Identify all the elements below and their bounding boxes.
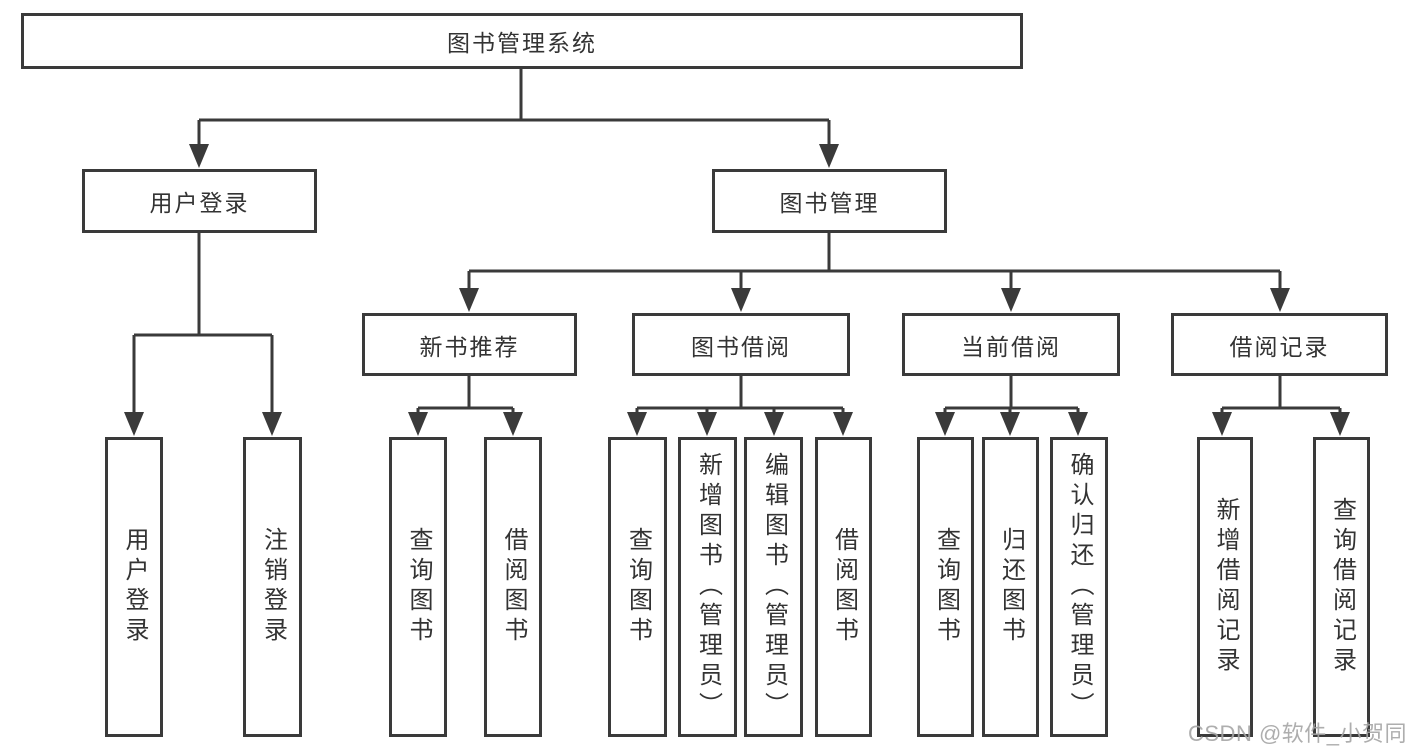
connector-newrec-spine — [418, 376, 513, 410]
leaf-edit-books-admin: 编辑图书（管理员） — [744, 437, 803, 737]
node-book-management-label: 图书管理 — [779, 190, 880, 216]
node-book-management: 图书管理 — [712, 169, 947, 233]
leaf-return-books: 归还图书 — [982, 437, 1039, 737]
connector-root-spine — [199, 69, 829, 122]
node-user-login-branch: 用户登录 — [82, 169, 317, 233]
connector-records-spine — [1222, 376, 1340, 410]
node-current-borrowing: 当前借阅 — [902, 313, 1120, 376]
node-new-book-recommend: 新书推荐 — [362, 313, 577, 376]
node-library-system: 图书管理系统 — [21, 13, 1023, 69]
node-book-borrowing-label: 图书借阅 — [691, 333, 791, 360]
leaf-borrow-books: 借阅图书 — [815, 437, 872, 737]
node-borrow-records-label: 借阅记录 — [1229, 333, 1330, 360]
node-book-borrowing: 图书借阅 — [632, 313, 850, 376]
node-user-login-branch-label: 用户登录 — [149, 190, 250, 216]
node-new-book-recommend-label: 新书推荐 — [419, 333, 520, 360]
leaf-query-books-recommend: 查询图书 — [389, 437, 447, 737]
connector-current-spine — [945, 376, 1078, 410]
leaf-add-books-admin: 新增图书（管理员） — [678, 437, 737, 737]
leaf-borrow-books-recommend: 借阅图书 — [484, 437, 542, 737]
leaf-add-borrow-record: 新增借阅记录 — [1197, 437, 1253, 737]
leaf-user-login: 用户登录 — [105, 437, 163, 737]
node-library-system-label: 图书管理系统 — [447, 30, 597, 56]
leaf-query-borrow-record: 查询借阅记录 — [1313, 437, 1370, 737]
connector-borrow-spine — [637, 376, 843, 410]
arrowheads — [124, 144, 1350, 436]
node-borrow-records: 借阅记录 — [1171, 313, 1388, 376]
arrow-stems — [132, 120, 1342, 415]
csdn-watermark: CSDN @软件_小贺同学 — [1188, 721, 1405, 746]
leaf-query-books-current: 查询图书 — [917, 437, 974, 737]
connector-bookmgmt-spine — [469, 233, 1280, 273]
leaf-confirm-return-admin: 确认归还（管理员） — [1050, 437, 1108, 737]
leaf-logout: 注销登录 — [243, 437, 302, 737]
leaf-query-books-borrowing: 查询图书 — [608, 437, 667, 737]
connector-userlogin-spine — [134, 233, 272, 337]
node-current-borrowing-label: 当前借阅 — [961, 333, 1061, 360]
